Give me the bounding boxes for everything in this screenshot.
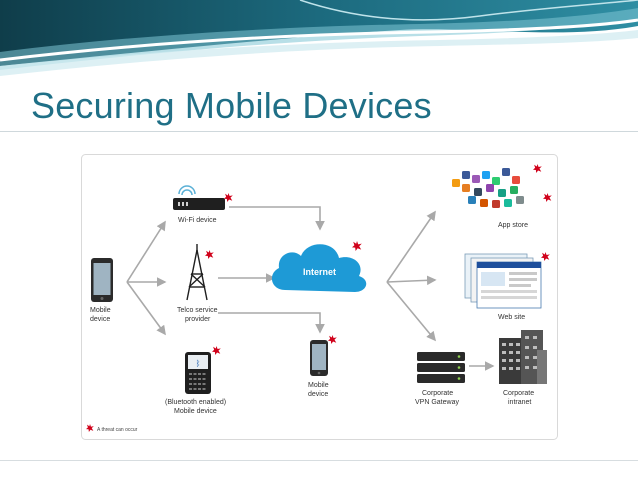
mobile-device-center-icon	[310, 340, 328, 376]
bluetooth-phone-icon: ᛒ	[185, 352, 211, 394]
mobile-device-left-label-2: device	[90, 316, 110, 323]
footer-divider	[0, 460, 638, 461]
wifi-label: Wi-Fi device	[178, 217, 217, 224]
telco-label-1: Telco service	[177, 307, 218, 314]
app-store-label: App store	[498, 222, 528, 229]
title-divider	[0, 131, 638, 132]
intranet-label-1: Corporate	[503, 390, 534, 397]
vpn-gateway-icon	[417, 352, 465, 383]
web-site-icon	[465, 254, 541, 308]
header-wave-band	[0, 0, 638, 80]
bluetooth-label-1: (Bluetooth enabled)	[165, 399, 226, 406]
slide-title: Securing Mobile Devices	[31, 85, 432, 127]
telco-label-2: provider	[185, 316, 211, 323]
mobile-security-diagram: Mobile device Wi-Fi device Telco service…	[81, 154, 558, 440]
mobile-device-left-label-1: Mobile	[90, 307, 111, 314]
bluetooth-label-2: Mobile device	[174, 408, 217, 415]
mobile-device-left-icon	[91, 258, 113, 302]
vpn-label-2: VPN Gateway	[415, 399, 459, 406]
web-site-label: Web site	[498, 314, 525, 321]
mobile-device-center-label-1: Mobile	[308, 382, 329, 389]
internet-label: Internet	[303, 267, 336, 277]
mobile-device-center-label-2: device	[308, 391, 328, 398]
vpn-label-1: Corporate	[422, 390, 453, 397]
corporate-intranet-icon	[499, 330, 547, 384]
svg-text:ᛒ: ᛒ	[196, 359, 201, 368]
legend-label: A threat can occur	[97, 427, 138, 433]
intranet-label-2: intranet	[508, 399, 531, 406]
